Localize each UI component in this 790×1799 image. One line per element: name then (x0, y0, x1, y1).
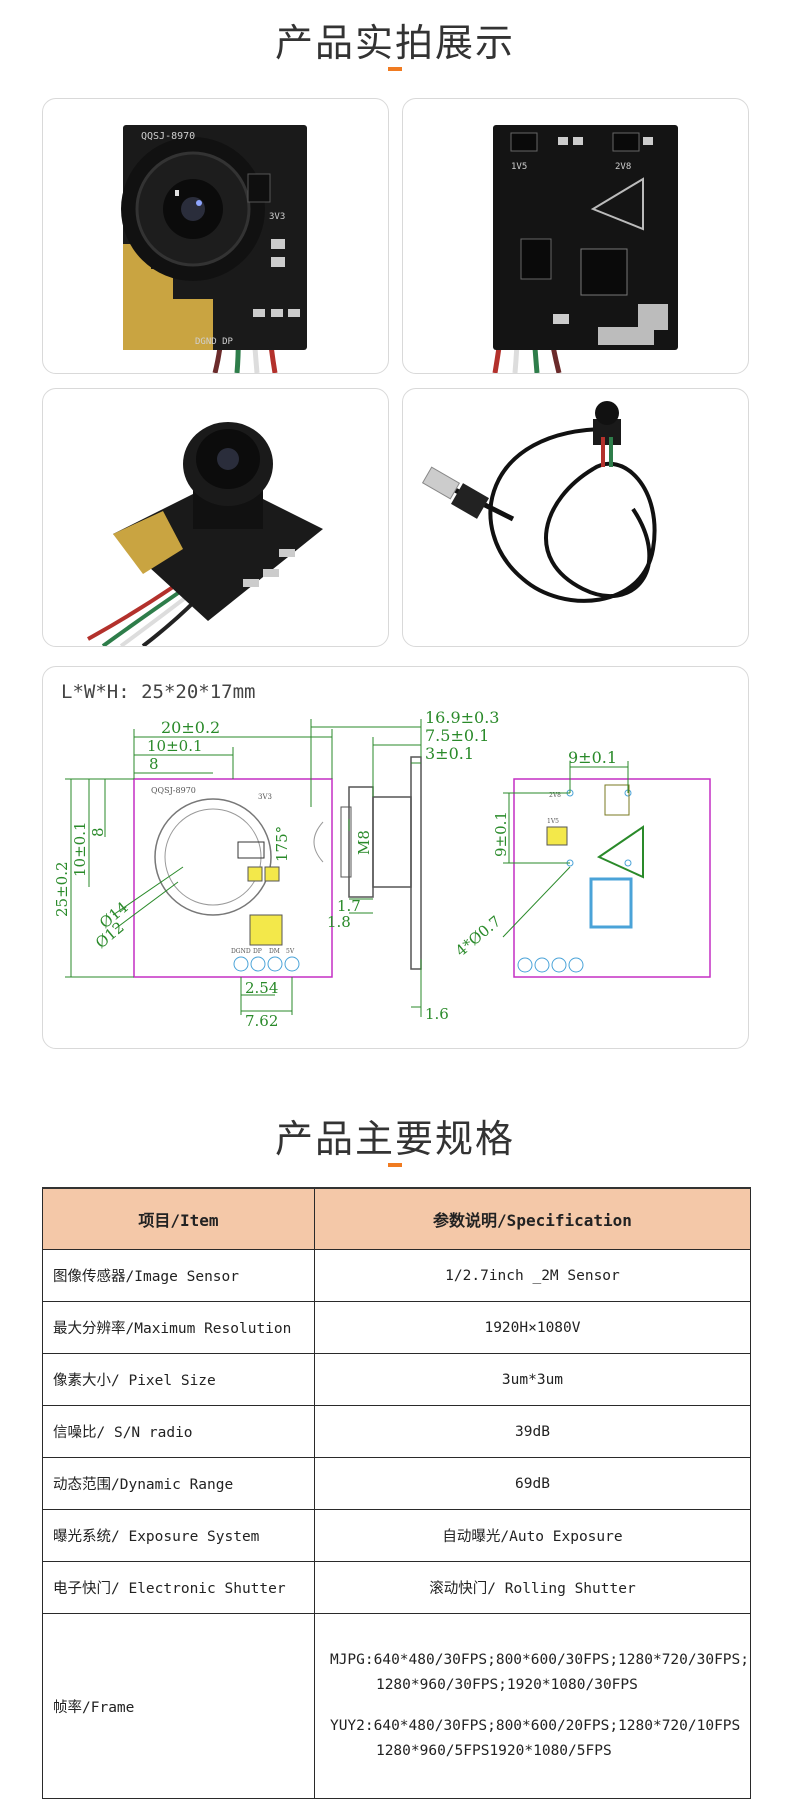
silk-volt-text: 3V3 (269, 212, 285, 222)
row-value: 1920H×1080V (313, 1301, 752, 1354)
drawing-2v8-text: 2V8 (549, 792, 561, 799)
silk-1v5-text: 1V5 (511, 162, 527, 172)
table-row: 动态范围/Dynamic Range 69dB (42, 1457, 752, 1510)
row-item: 最大分辨率/Maximum Resolution (42, 1301, 315, 1354)
row-item: 像素大小/ Pixel Size (42, 1353, 315, 1406)
silk-model-text: QQSJ-8970 (141, 131, 195, 142)
dim-width: 20±0.2 (161, 718, 220, 737)
photo-board-front: QQSJ-8970 DGND DP 3V3 (42, 98, 389, 374)
row-item: 图像传感器/Image Sensor (42, 1249, 315, 1302)
frame-yuy2-line-1: YUY2:640*480/30FPS;800*600/20FPS;1280*72… (329, 1718, 741, 1734)
dim-lens-depth: 7.5±0.1 (425, 726, 489, 745)
dim-pin-span2: 7.62 (245, 1012, 278, 1030)
drawing-pin-5v: 5V (286, 948, 295, 955)
dim-hole-horizontal: 9±0.1 (568, 748, 617, 767)
frame-yuy2-line-2: 1280*960/5FPS1920*1080/5FPS (375, 1743, 612, 1759)
dim-height: 25±0.2 (53, 861, 71, 917)
drawing-pin-dp: DP (253, 948, 262, 955)
row-item-frame: 帧率/Frame (42, 1613, 315, 1799)
header-specification: 参数说明/Specification (313, 1187, 752, 1250)
dimension-drawing: L*W*H: 25*20*17mm QQSJ-8970 3V3 DGND DP … (42, 666, 749, 1049)
dim-offset-v: 8 (89, 827, 107, 837)
table-row: 像素大小/ Pixel Size 3um*3um (42, 1353, 752, 1406)
table-row: 曝光系统/ Exposure System 自动曝光/Auto Exposure (42, 1509, 752, 1562)
row-item: 动态范围/Dynamic Range (42, 1457, 315, 1510)
dim-angle: 175° (273, 826, 291, 862)
row-value-frame: MJPG:640*480/30FPS;800*600/30FPS;1280*72… (313, 1613, 752, 1799)
dim-offset: 8 (149, 755, 159, 773)
dim-mount-holes: 4*Ø0.7 (452, 912, 504, 960)
frame-mjpg-line-2: 1280*960/30FPS;1920*1080/30FPS (375, 1677, 638, 1693)
dim-thread: M8 (355, 830, 373, 855)
dim-total-depth: 16.9±0.3 (425, 708, 499, 727)
spec-table: 项目/Item 参数说明/Specification 图像传感器/Image S… (42, 1187, 752, 1799)
dim-pin-span1: 2.54 (245, 979, 278, 997)
drawing-pin-dgnd: DGND (231, 948, 251, 955)
table-row: 信噪比/ S/N radio 39dB (42, 1405, 752, 1458)
title-accent-bar-2 (388, 1163, 402, 1167)
frame-mjpg-line-1: MJPG:640*480/30FPS;800*600/30FPS;1280*72… (329, 1652, 749, 1668)
row-value: 滚动快门/ Rolling Shutter (313, 1561, 752, 1614)
dim-half-height: 10±0.1 (71, 821, 89, 877)
row-item: 电子快门/ Electronic Shutter (42, 1561, 315, 1614)
table-row: 电子快门/ Electronic Shutter 滚动快门/ Rolling S… (42, 1561, 752, 1614)
dim-hole-vertical: 9±0.1 (492, 811, 510, 857)
section-title-photos: 产品实拍展示 (274, 21, 515, 65)
header-item: 项目/Item (42, 1187, 315, 1250)
photo-camera-with-cable (402, 388, 749, 647)
silk-2v8-text: 2V8 (615, 162, 631, 172)
table-row: 最大分辨率/Maximum Resolution 1920H×1080V (42, 1301, 752, 1354)
row-value: 1/2.7inch _2M Sensor (313, 1249, 752, 1302)
row-value: 自动曝光/Auto Exposure (313, 1509, 752, 1562)
dim-gap2: 1.8 (327, 913, 351, 931)
drawing-volt-text: 3V3 (258, 793, 272, 801)
title-accent-bar (388, 67, 402, 71)
row-value: 39dB (313, 1405, 752, 1458)
drawing-1v5-text: 1V5 (547, 818, 559, 825)
table-row: 图像传感器/Image Sensor 1/2.7inch _2M Sensor (42, 1249, 752, 1302)
dim-pcb-thickness: 1.6 (425, 1005, 449, 1023)
dim-mount-depth: 3±0.1 (425, 744, 474, 763)
photo-board-angled (42, 388, 389, 647)
section-title-specs: 产品主要规格 (274, 1117, 515, 1161)
dimension-summary-label: L*W*H: 25*20*17mm (61, 681, 256, 703)
row-item: 信噪比/ S/N radio (42, 1405, 315, 1458)
drawing-model-text: QQSJ-8970 (151, 786, 196, 795)
table-header-row: 项目/Item 参数说明/Specification (42, 1187, 752, 1250)
silk-pins-text: DGND DP (195, 337, 234, 347)
drawing-pin-dm: DM (269, 948, 280, 955)
photo-board-back: 1V5 2V8 (402, 98, 749, 374)
dim-half-width: 10±0.1 (147, 737, 203, 755)
dim-gap1: 1.7 (337, 897, 361, 915)
table-row-frame: 帧率/Frame MJPG:640*480/30FPS;800*600/30FP… (42, 1613, 752, 1799)
row-item: 曝光系统/ Exposure System (42, 1509, 315, 1562)
row-value: 69dB (313, 1457, 752, 1510)
row-value: 3um*3um (313, 1353, 752, 1406)
